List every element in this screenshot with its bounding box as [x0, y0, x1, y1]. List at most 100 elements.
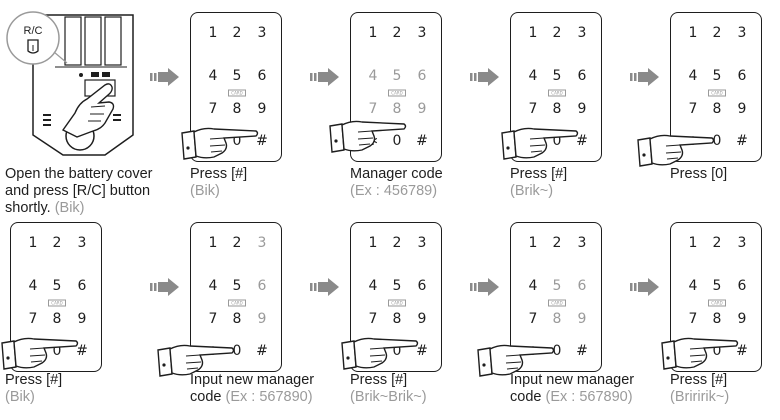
key-9[interactable]: 9 — [737, 101, 747, 117]
key-8[interactable]: 8 — [712, 311, 722, 327]
key-3[interactable]: 3 — [577, 235, 587, 251]
key-hash[interactable]: # — [576, 343, 588, 359]
key-9[interactable]: 9 — [577, 101, 587, 117]
key-8[interactable]: 8 — [552, 311, 562, 327]
key-7[interactable]: 7 — [688, 311, 698, 327]
key-7[interactable]: 7 — [528, 101, 538, 117]
key-7[interactable]: 7 — [528, 311, 538, 327]
key-hash[interactable]: # — [736, 133, 748, 149]
key-9[interactable]: 9 — [417, 311, 427, 327]
key-0[interactable]: 0 — [52, 343, 62, 359]
key-4[interactable]: 4 — [528, 278, 538, 294]
key-4[interactable]: 4 — [208, 278, 218, 294]
key-1[interactable]: 1 — [368, 235, 378, 251]
key-1[interactable]: 1 — [688, 25, 698, 41]
key-4[interactable]: 4 — [688, 278, 698, 294]
key-8[interactable]: 8 — [232, 101, 242, 117]
key-1[interactable]: 1 — [28, 235, 38, 251]
key-9[interactable]: 9 — [257, 311, 267, 327]
key-star[interactable]: ∗ — [527, 343, 539, 359]
key-5[interactable]: 5 — [712, 68, 722, 84]
key-4[interactable]: 4 — [28, 278, 38, 294]
key-9[interactable]: 9 — [77, 311, 87, 327]
key-3[interactable]: 3 — [77, 235, 87, 251]
key-5[interactable]: 5 — [392, 68, 402, 84]
key-8[interactable]: 8 — [392, 311, 402, 327]
key-0[interactable]: 0 — [712, 343, 722, 359]
key-star[interactable]: ∗ — [207, 343, 219, 359]
key-5[interactable]: 5 — [552, 68, 562, 84]
key-star[interactable]: ∗ — [367, 133, 379, 149]
key-6[interactable]: 6 — [77, 278, 87, 294]
key-star[interactable]: ∗ — [27, 343, 39, 359]
key-9[interactable]: 9 — [257, 101, 267, 117]
key-6[interactable]: 6 — [577, 278, 587, 294]
key-star[interactable]: ∗ — [367, 343, 379, 359]
key-3[interactable]: 3 — [257, 235, 267, 251]
key-2[interactable]: 2 — [52, 235, 62, 251]
key-2[interactable]: 2 — [392, 25, 402, 41]
key-0[interactable]: 0 — [552, 133, 562, 149]
key-hash[interactable]: # — [736, 343, 748, 359]
key-5[interactable]: 5 — [712, 278, 722, 294]
key-hash[interactable]: # — [256, 343, 268, 359]
key-1[interactable]: 1 — [528, 235, 538, 251]
key-6[interactable]: 6 — [257, 278, 267, 294]
key-3[interactable]: 3 — [417, 25, 427, 41]
key-star[interactable]: ∗ — [687, 343, 699, 359]
key-6[interactable]: 6 — [257, 68, 267, 84]
key-hash[interactable]: # — [576, 133, 588, 149]
key-7[interactable]: 7 — [208, 311, 218, 327]
key-1[interactable]: 1 — [368, 25, 378, 41]
key-4[interactable]: 4 — [528, 68, 538, 84]
key-8[interactable]: 8 — [552, 101, 562, 117]
key-9[interactable]: 9 — [577, 311, 587, 327]
key-5[interactable]: 5 — [232, 278, 242, 294]
key-4[interactable]: 4 — [208, 68, 218, 84]
key-2[interactable]: 2 — [232, 235, 242, 251]
key-3[interactable]: 3 — [577, 25, 587, 41]
key-1[interactable]: 1 — [688, 235, 698, 251]
key-1[interactable]: 1 — [208, 235, 218, 251]
key-8[interactable]: 8 — [52, 311, 62, 327]
key-2[interactable]: 2 — [552, 25, 562, 41]
key-4[interactable]: 4 — [368, 68, 378, 84]
key-3[interactable]: 3 — [417, 235, 427, 251]
key-6[interactable]: 6 — [417, 278, 427, 294]
key-hash[interactable]: # — [76, 343, 88, 359]
key-0[interactable]: 0 — [552, 343, 562, 359]
key-star[interactable]: ∗ — [207, 133, 219, 149]
key-0[interactable]: 0 — [392, 133, 402, 149]
key-6[interactable]: 6 — [737, 278, 747, 294]
key-2[interactable]: 2 — [392, 235, 402, 251]
key-1[interactable]: 1 — [528, 25, 538, 41]
key-2[interactable]: 2 — [712, 235, 722, 251]
key-0[interactable]: 0 — [712, 133, 722, 149]
key-7[interactable]: 7 — [28, 311, 38, 327]
key-hash[interactable]: # — [416, 343, 428, 359]
key-8[interactable]: 8 — [232, 311, 242, 327]
key-9[interactable]: 9 — [417, 101, 427, 117]
key-7[interactable]: 7 — [368, 101, 378, 117]
key-6[interactable]: 6 — [417, 68, 427, 84]
key-7[interactable]: 7 — [688, 101, 698, 117]
key-4[interactable]: 4 — [688, 68, 698, 84]
key-5[interactable]: 5 — [52, 278, 62, 294]
key-5[interactable]: 5 — [392, 278, 402, 294]
key-8[interactable]: 8 — [392, 101, 402, 117]
key-6[interactable]: 6 — [737, 68, 747, 84]
key-star[interactable]: ∗ — [527, 133, 539, 149]
key-0[interactable]: 0 — [232, 343, 242, 359]
key-7[interactable]: 7 — [368, 311, 378, 327]
key-5[interactable]: 5 — [232, 68, 242, 84]
key-6[interactable]: 6 — [577, 68, 587, 84]
key-2[interactable]: 2 — [552, 235, 562, 251]
key-hash[interactable]: # — [256, 133, 268, 149]
key-7[interactable]: 7 — [208, 101, 218, 117]
key-2[interactable]: 2 — [712, 25, 722, 41]
key-3[interactable]: 3 — [257, 25, 267, 41]
key-8[interactable]: 8 — [712, 101, 722, 117]
key-3[interactable]: 3 — [737, 235, 747, 251]
key-0[interactable]: 0 — [392, 343, 402, 359]
key-1[interactable]: 1 — [208, 25, 218, 41]
